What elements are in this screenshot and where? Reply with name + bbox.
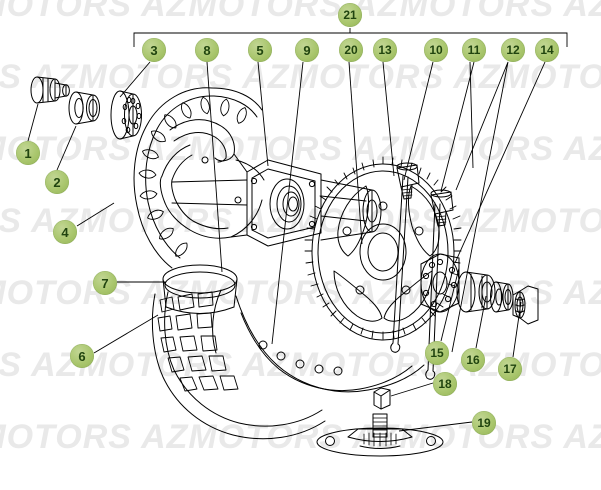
- callout-badge-16[interactable]: 16: [461, 348, 485, 372]
- callout-badge-20[interactable]: 20: [339, 38, 363, 62]
- callout-badge-1[interactable]: 1: [16, 141, 40, 165]
- callout-badge-12[interactable]: 12: [501, 38, 525, 62]
- callout-badge-2[interactable]: 2: [45, 170, 69, 194]
- callout-badge-3[interactable]: 3: [142, 38, 166, 62]
- callout-badge-15[interactable]: 15: [425, 341, 449, 365]
- callout-badge-4[interactable]: 4: [53, 220, 77, 244]
- callout-badge-19[interactable]: 19: [472, 411, 496, 435]
- callout-badge-14[interactable]: 14: [535, 38, 559, 62]
- callout-badge-13[interactable]: 13: [373, 38, 397, 62]
- callout-badge-11[interactable]: 11: [462, 38, 486, 62]
- callout-badge-5[interactable]: 5: [248, 38, 272, 62]
- callout-badge-6[interactable]: 6: [70, 344, 94, 368]
- callout-badge-7[interactable]: 7: [93, 271, 117, 295]
- callout-badge-9[interactable]: 9: [295, 38, 319, 62]
- callout-badge-8[interactable]: 8: [195, 38, 219, 62]
- callout-badge-18[interactable]: 18: [433, 372, 457, 396]
- callout-badge-21[interactable]: 21: [338, 3, 362, 27]
- callout-badge-10[interactable]: 10: [424, 38, 448, 62]
- callout-badge-17[interactable]: 17: [498, 357, 522, 381]
